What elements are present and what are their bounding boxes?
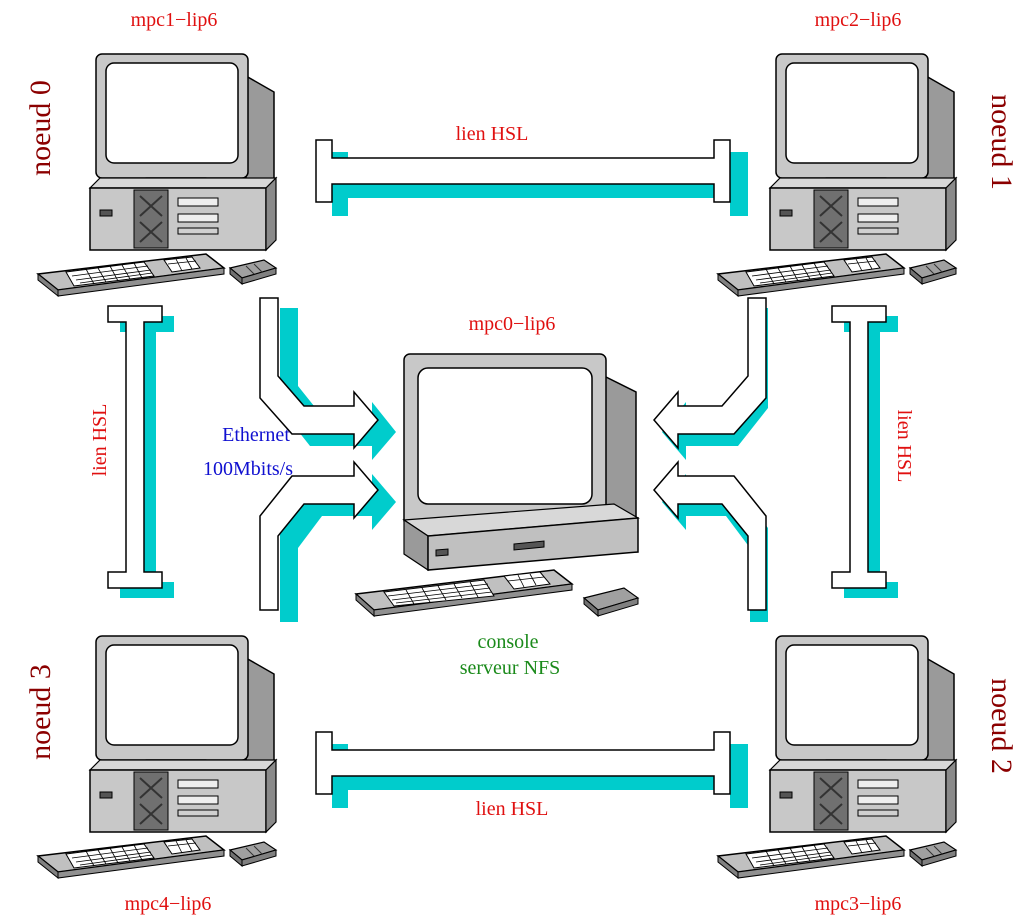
hsl-link-bottom	[315, 731, 748, 808]
computer-mpc0	[355, 353, 639, 617]
computer-mpc2	[717, 53, 957, 297]
label-hsl-right: lien HSL	[893, 410, 915, 483]
label-ethernet-speed: 100Mbits/s	[203, 458, 293, 480]
computer-mpc4	[37, 635, 277, 879]
computer-mpc1	[37, 53, 277, 297]
hsl-link-left	[107, 305, 174, 598]
label-noeud-1: noeud 1	[985, 94, 1018, 190]
ethernet-arrow-top-right	[653, 297, 768, 460]
label-mpc0: mpc0−lip6	[469, 313, 556, 335]
hsl-link-right	[831, 305, 898, 598]
ethernet-arrow-bottom-left	[259, 459, 396, 622]
label-mpc2: mpc2−lip6	[815, 9, 902, 31]
ethernet-arrow-top-left	[259, 297, 396, 460]
label-mpc1: mpc1−lip6	[131, 9, 218, 31]
label-hsl-left: lien HSL	[89, 404, 111, 477]
label-noeud-0: noeud 0	[24, 80, 57, 176]
label-hsl-bottom: lien HSL	[476, 798, 549, 820]
label-mpc4: mpc4−lip6	[125, 893, 212, 915]
hsl-link-top	[315, 139, 748, 216]
label-noeud-2: noeud 2	[985, 678, 1018, 774]
computer-mpc3	[717, 635, 957, 879]
label-console: console	[477, 631, 538, 653]
label-nfs-server: serveur NFS	[460, 657, 561, 679]
label-ethernet: Ethernet	[222, 424, 290, 446]
label-noeud-3: noeud 3	[24, 664, 57, 760]
label-hsl-top: lien HSL	[456, 123, 529, 145]
label-mpc3: mpc3−lip6	[815, 893, 902, 915]
ethernet-arrow-bottom-right	[653, 459, 768, 622]
